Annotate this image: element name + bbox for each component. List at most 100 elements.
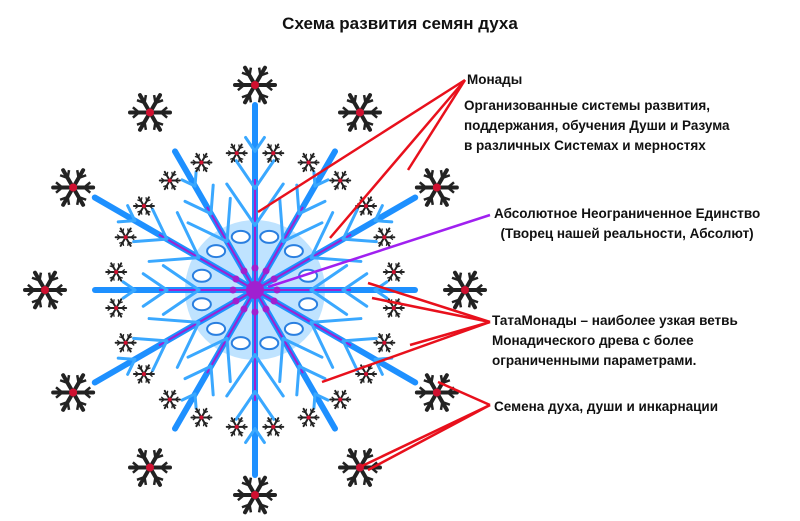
seed-branch <box>118 241 124 244</box>
seed-branch <box>174 399 179 403</box>
seed-branch <box>206 414 211 418</box>
seed-branch <box>160 399 165 403</box>
seed-branch <box>384 304 389 309</box>
label-monads-description: Организованные системы развития, поддерж… <box>464 96 730 156</box>
seed-branch <box>398 271 403 276</box>
seed-branch <box>341 390 344 395</box>
snowflake-core-ray <box>254 289 304 374</box>
snowflake-branch <box>225 182 257 227</box>
snowflake-branch <box>180 178 197 188</box>
seed-branch <box>260 93 269 99</box>
seed-branch <box>342 106 350 114</box>
seed-branch <box>233 144 236 149</box>
snowflake-branch <box>234 159 257 190</box>
seed-core <box>146 463 154 472</box>
seed-branch <box>264 426 269 430</box>
seed-snowflake <box>158 389 181 410</box>
seed-branch <box>140 378 143 383</box>
seed-branch <box>174 396 179 400</box>
snowflake-node <box>240 267 248 275</box>
seed-branch <box>76 169 80 179</box>
seed-branch <box>423 195 432 201</box>
seed-snowflake <box>105 262 128 282</box>
seed-branch <box>274 157 277 162</box>
seed-branch <box>241 426 246 430</box>
snowflake-branch <box>297 199 327 216</box>
seed-branch <box>166 171 169 176</box>
seed-branch <box>311 421 316 425</box>
seed-branch <box>357 373 361 378</box>
seed-branch <box>117 312 120 317</box>
snowflake-hole <box>191 297 212 312</box>
seed-branch <box>385 347 388 352</box>
snowflake-core-ray <box>206 206 256 291</box>
snowflake-branch <box>147 256 201 263</box>
seed-branch <box>299 162 304 166</box>
seed-branch <box>269 157 272 162</box>
seed-branch <box>137 378 142 381</box>
seed-branch <box>128 230 133 234</box>
snowflake-core-ray <box>158 289 256 347</box>
seed-branch <box>441 174 451 180</box>
seed-branch <box>192 417 197 421</box>
seed-branch <box>389 339 394 344</box>
seed-branch <box>160 180 165 184</box>
seed-branch <box>423 379 432 385</box>
seed-branch <box>171 171 174 176</box>
text-line: поддержания, обучения Души и Разума <box>464 118 730 133</box>
seed-core <box>141 372 146 377</box>
snowflake-branch <box>312 170 317 188</box>
seed-branch <box>331 180 336 184</box>
seed-branch <box>55 283 63 291</box>
seed-branch <box>441 195 451 201</box>
snowflake-branch <box>341 207 360 241</box>
seed-branch <box>380 347 383 352</box>
snowflake-branch <box>209 183 215 216</box>
seed-snowflake <box>355 196 378 216</box>
snowflake-center <box>246 281 264 299</box>
seed-branch <box>241 423 246 428</box>
seed-branch <box>470 276 479 282</box>
snowflake-branch <box>373 204 384 223</box>
snowflake-core-ray <box>254 206 304 291</box>
seed-branch <box>353 121 358 131</box>
seed-core <box>382 235 387 240</box>
seed-branch <box>301 155 307 159</box>
seed-branch <box>230 157 235 160</box>
snowflake-node <box>232 275 240 283</box>
seed-branch <box>128 241 133 244</box>
seed-branch <box>331 399 336 403</box>
snowflake-branch <box>225 336 232 384</box>
seed-branch <box>346 120 355 126</box>
seed-branch <box>441 400 451 406</box>
seed-branch <box>395 312 398 317</box>
snowflake-branch <box>309 264 349 292</box>
snowflake-branch <box>116 219 137 224</box>
snowflake-branch <box>253 427 266 444</box>
seed-branch <box>389 342 394 346</box>
seed-branch <box>368 210 373 213</box>
seed-branch <box>458 272 463 281</box>
seed-branch <box>136 99 145 105</box>
seed-branch <box>336 185 339 190</box>
snowflake-core-ray <box>206 289 256 374</box>
seed-branch <box>380 228 383 233</box>
seed-branch <box>149 205 153 210</box>
snowflake-branch <box>253 159 276 190</box>
seed-branch <box>206 162 211 166</box>
seed-branch <box>274 431 277 436</box>
seed-core <box>141 203 146 208</box>
seed-branch <box>341 171 344 176</box>
seed-branch <box>66 169 71 179</box>
seed-branch <box>55 289 63 297</box>
seed-core <box>461 286 469 294</box>
seed-branch <box>145 210 148 215</box>
seed-branch <box>313 414 318 418</box>
seed-snowflake <box>414 373 459 412</box>
seed-branch <box>386 241 392 244</box>
seed-branch <box>203 421 209 425</box>
pointer-line <box>321 320 491 384</box>
seed-snowflake <box>23 270 67 310</box>
seed-branch <box>143 121 148 131</box>
seed-branch <box>172 403 177 407</box>
